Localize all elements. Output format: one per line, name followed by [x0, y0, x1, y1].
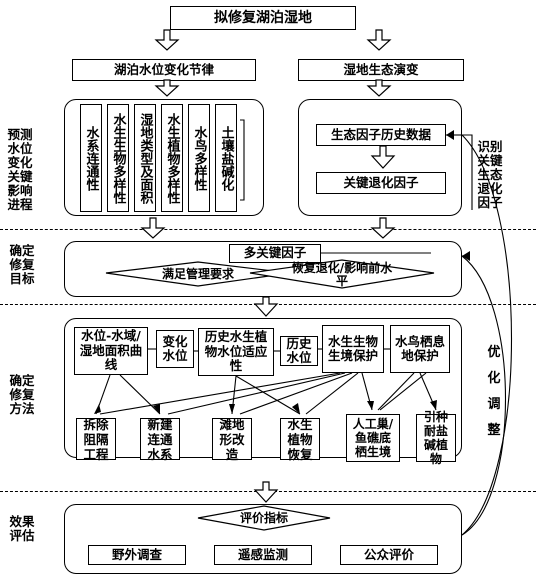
factor-wetland-type-area: 湿地类型及面积: [134, 104, 156, 212]
title-box: 拟修复湖泊湿地: [170, 6, 356, 30]
arrow-title-left: [154, 29, 180, 51]
remote-sensing-box: 遥感监测: [214, 545, 312, 565]
factor-waterbird-diversity: 水鸟多样性: [188, 104, 210, 212]
diamond-indicator: [197, 505, 331, 531]
public-evaluation-box: 公众评价: [340, 545, 438, 565]
multi-key-factor-box: 多关键因子: [229, 244, 321, 263]
arrow-to-target-left: [140, 217, 166, 239]
label-identify: 识别关键生态退化因子: [477, 139, 503, 210]
wetland-evolution-box: 湿地生态演变: [298, 59, 464, 81]
diamond-manage-text: 满足管理要求: [162, 266, 235, 281]
influence-process-area: [64, 99, 264, 216]
action-salt-plant: 引种耐盐碱植物: [416, 410, 456, 466]
label-method: 确定修复方法: [9, 373, 35, 416]
arrow-title-right: [366, 29, 392, 51]
arrow-to-eval: [253, 481, 279, 503]
factor-plant-diversity: 水生植物多样性: [161, 104, 183, 212]
factor-aquatic-biodiversity: 水生生物多样性: [107, 104, 129, 212]
change-level-box: 变化水位: [156, 330, 194, 368]
evaluation-area: [64, 504, 462, 574]
habitat-protect-box: 水生生物生境保护: [322, 325, 384, 373]
label-optimize: 优化调整: [486, 340, 502, 444]
key-degradation-factor-box: 关键退化因子: [316, 172, 446, 194]
action-artificial-nest: 人工巢/鱼礁底栖生境: [346, 414, 400, 462]
eco-history-data-box: 生态因子历史数据: [316, 124, 446, 146]
history-plant-adaptation-box: 历史水生植物水位适应性: [198, 328, 274, 376]
curve-box: 水位-水域/湿地面积曲线: [74, 327, 148, 375]
label-target: 确定修复目标: [9, 243, 35, 286]
action-plant-restore: 水生植物恢复: [280, 417, 320, 462]
method-area: [64, 318, 462, 458]
eco-factor-area: [298, 99, 462, 216]
diamond-restore-text: 恢复退化/影响前水平: [291, 261, 393, 288]
arrow-to-method: [253, 296, 279, 317]
factor-soil-salinization: 土壤盐碱化: [215, 104, 237, 212]
action-new-channel: 新建连通水系: [140, 417, 180, 462]
diamond-restore: [249, 259, 435, 289]
separator-1: [0, 229, 536, 230]
arrow-left-branch: [154, 79, 180, 97]
action-remove-barrier: 拆除阻隔工程: [76, 417, 116, 462]
label-predict: 预测水位变化关键影响进程: [7, 127, 33, 212]
arrow-to-target-right: [370, 217, 396, 239]
action-terrain: 滩地形改造: [212, 417, 252, 462]
diamond-indicator-text: 评价指标: [240, 510, 288, 525]
label-evaluate: 效果评估: [9, 514, 35, 543]
arrow-right-branch: [366, 79, 392, 97]
field-survey-box: 野外调查: [88, 545, 186, 565]
history-level-box: 历史水位: [280, 336, 318, 366]
factor-connectivity: 水系连通性: [80, 104, 102, 212]
arrow-eco-down: [370, 145, 396, 169]
bird-habitat-box: 水鸟栖息地保护: [390, 325, 450, 373]
